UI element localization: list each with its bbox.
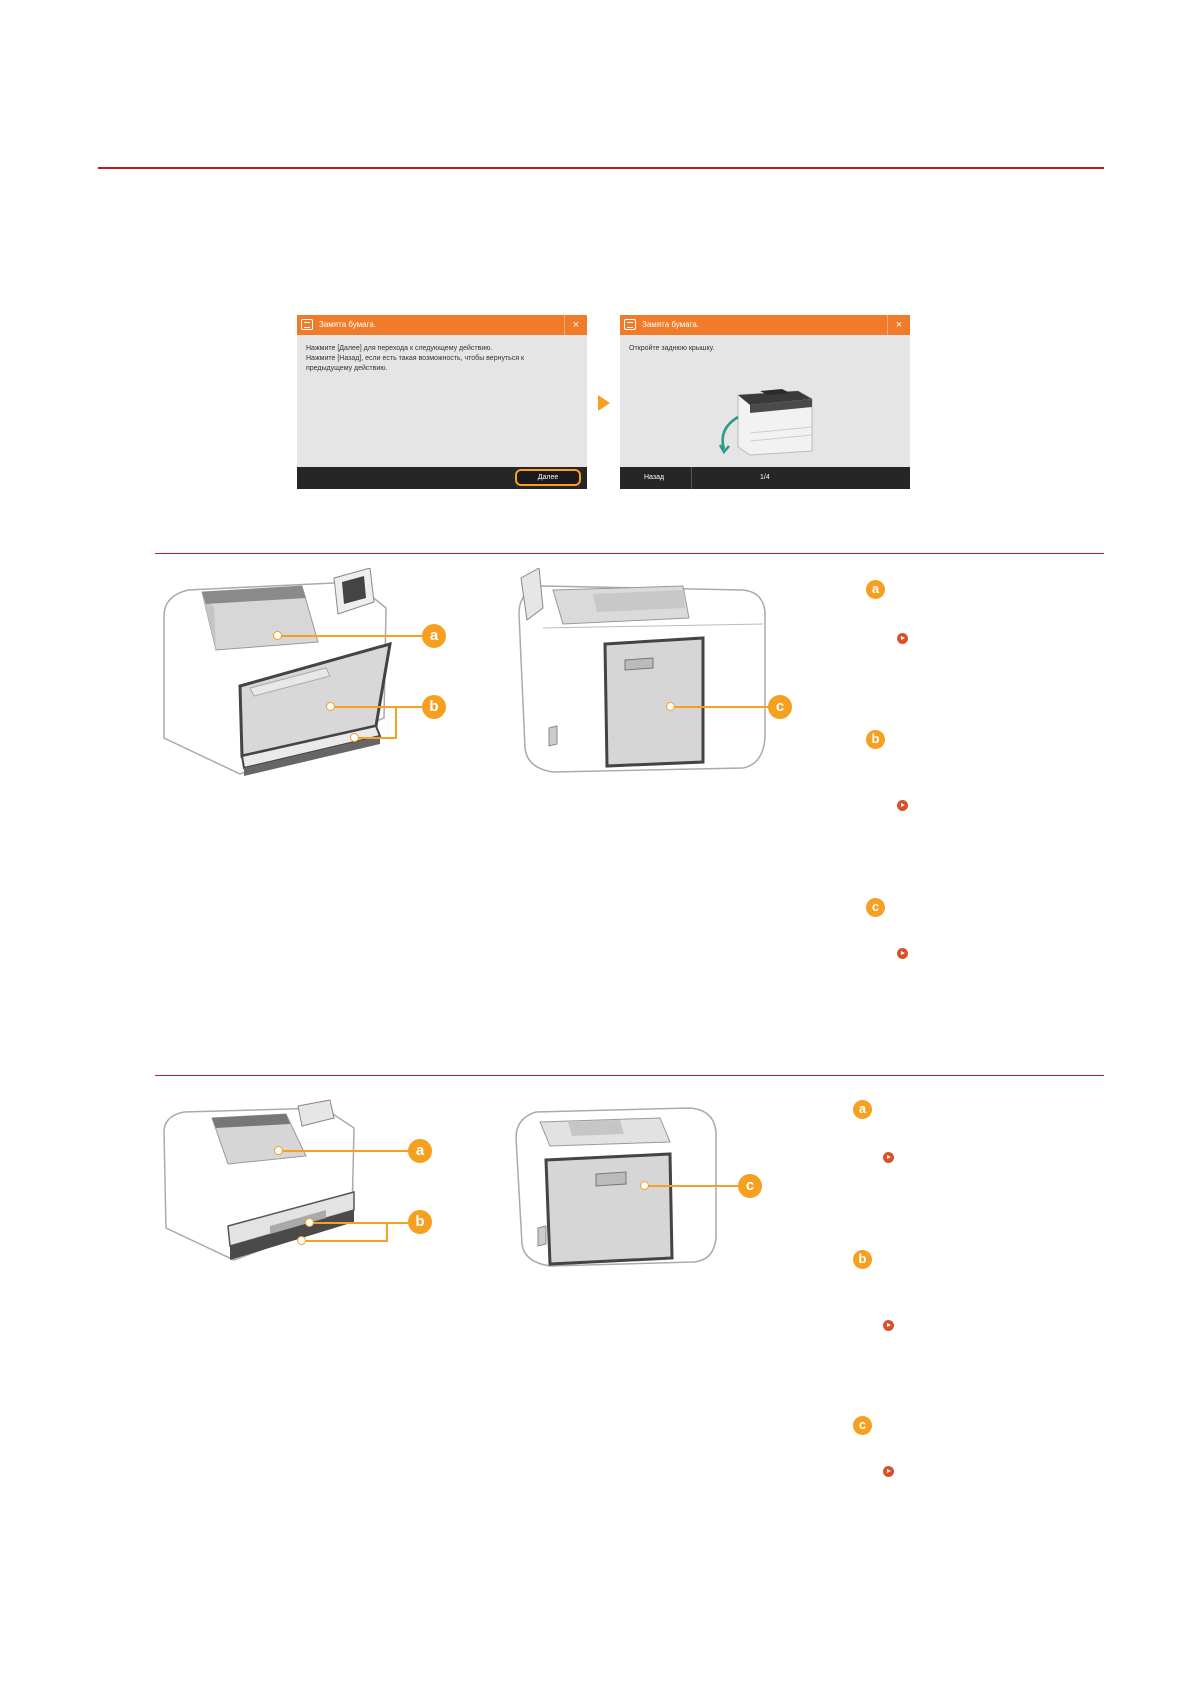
next-button[interactable]: Далее [515, 469, 581, 486]
screen-footer: Назад 1/4 [620, 467, 910, 489]
callout-point [297, 1236, 306, 1245]
back-button[interactable]: Назад [644, 474, 665, 481]
callout-leader-c [644, 1185, 740, 1187]
link-arrow-icon[interactable] [897, 633, 908, 644]
callout-leader-a [278, 635, 426, 637]
callout-badge-c: c [768, 695, 792, 719]
callout-leader-b [329, 706, 426, 708]
screen-footer: Далее [297, 467, 587, 489]
callout-point [666, 702, 675, 711]
screen-header: Замята бумага. × [620, 315, 910, 335]
link-arrow-icon[interactable] [883, 1152, 894, 1163]
next-step-arrow-icon [598, 395, 610, 411]
callout-point [274, 1146, 283, 1155]
paper-jam-icon [301, 319, 313, 330]
close-icon[interactable]: × [887, 315, 910, 335]
callout-point [350, 733, 359, 742]
screen-title: Замята бумага. [319, 320, 377, 329]
callout-leader-b [386, 1222, 388, 1242]
section-rule [155, 553, 1104, 554]
callout-point [326, 702, 335, 711]
callout-leader-b [310, 1222, 412, 1224]
section-rule [155, 1075, 1104, 1076]
callout-leader-b [302, 1240, 388, 1242]
legend-badge-b: b [853, 1250, 872, 1269]
close-icon[interactable]: × [564, 315, 587, 335]
callout-leader-b [395, 706, 397, 739]
callout-badge-a: a [408, 1139, 432, 1163]
message-line: Нажмите [Назад], если есть такая возможн… [306, 355, 525, 362]
legend-badge-c: c [853, 1416, 872, 1435]
page-indicator: 1/4 [760, 474, 770, 481]
printer-rear-cover-illustration [718, 389, 813, 456]
link-arrow-icon[interactable] [883, 1320, 894, 1331]
link-arrow-icon[interactable] [897, 948, 908, 959]
printer-rear-illustration-model-2 [515, 1107, 717, 1267]
footer-divider [691, 467, 692, 489]
header-rule [98, 167, 1104, 169]
legend-badge-c: c [866, 898, 885, 917]
message-line: Нажмите [Далее] для перехода к следующем… [306, 345, 493, 352]
callout-point [305, 1218, 314, 1227]
screen-title: Замята бумага. [642, 320, 700, 329]
touch-panel-screen-1: Замята бумага. × Нажмите [Далее] для пер… [297, 315, 587, 489]
callout-leader-a [278, 1150, 412, 1152]
callout-badge-b: b [408, 1210, 432, 1234]
callout-badge-c: c [738, 1174, 762, 1198]
callout-leader-b [354, 737, 396, 739]
link-arrow-icon[interactable] [883, 1466, 894, 1477]
message-line: предыдущему действию. [306, 365, 388, 372]
printer-rear-illustration [518, 568, 766, 773]
link-arrow-icon[interactable] [897, 800, 908, 811]
printer-front-illustration [163, 568, 392, 776]
legend-badge-b: b [866, 730, 885, 749]
callout-point [273, 631, 282, 640]
screen-header: Замята бумага. × [297, 315, 587, 335]
touch-panel-screen-2: Замята бумага. × Откройте заднюю крышку.… [620, 315, 910, 489]
legend-badge-a: a [853, 1100, 872, 1119]
callout-point [640, 1181, 649, 1190]
printer-front-illustration-model-2 [163, 1099, 355, 1261]
callout-badge-b: b [422, 695, 446, 719]
legend-badge-a: a [866, 580, 885, 599]
screen-message: Нажмите [Далее] для перехода к следующем… [297, 335, 587, 383]
screen-message: Откройте заднюю крышку. [629, 345, 715, 352]
paper-jam-icon [624, 319, 636, 330]
callout-badge-a: a [422, 624, 446, 648]
callout-leader-c [670, 706, 772, 708]
